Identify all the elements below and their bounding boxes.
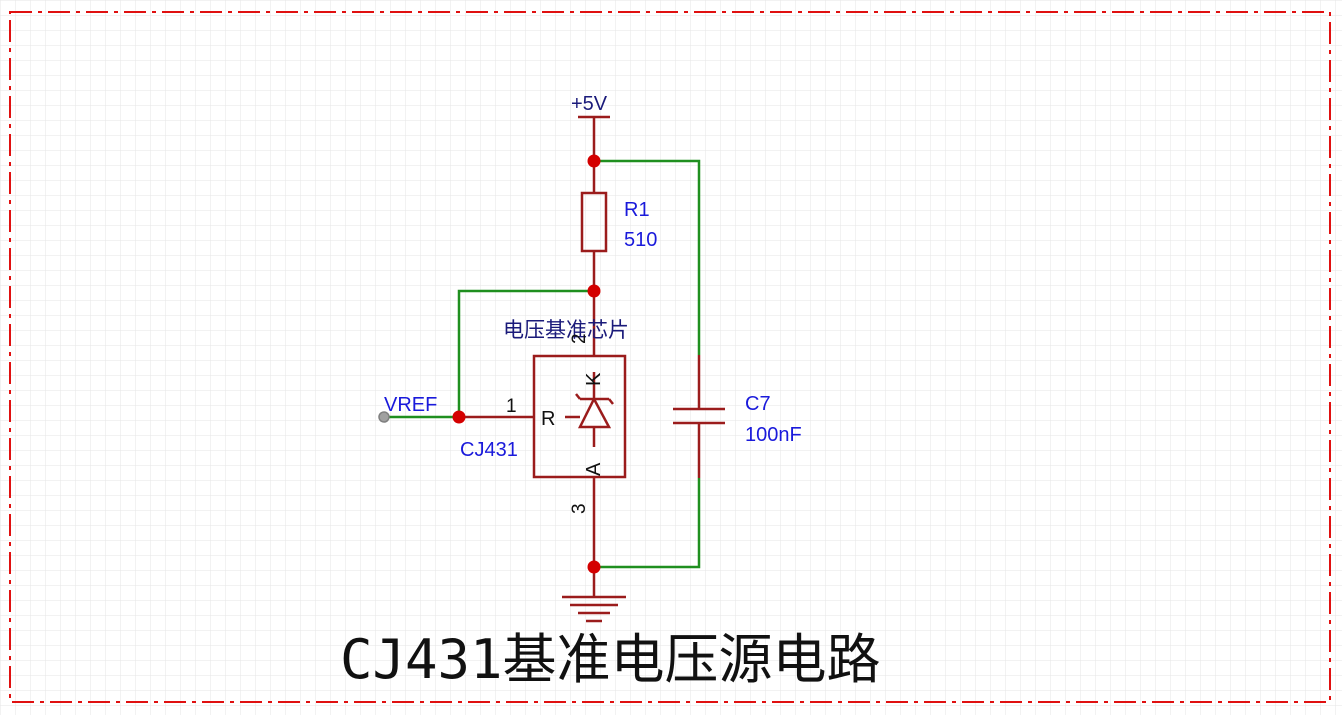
pin-2-number: 2 bbox=[569, 333, 590, 344]
sheet-frame bbox=[9, 11, 1331, 703]
wire-top-to-cap bbox=[594, 159, 701, 355]
wire-ref-feedback bbox=[457, 289, 594, 417]
ic-name: 电压基准芯片 bbox=[503, 318, 629, 342]
ic-designator: CJ431 bbox=[460, 439, 518, 461]
capacitor-value: 100nF bbox=[745, 424, 802, 446]
capacitor-designator: C7 bbox=[745, 393, 771, 415]
resistor-r1[interactable] bbox=[580, 191, 608, 356]
resistor-value: 510 bbox=[624, 229, 657, 251]
ground-symbol[interactable] bbox=[562, 567, 626, 623]
junctions bbox=[452, 154, 601, 574]
junction-ref bbox=[452, 410, 466, 424]
ic-cj431[interactable] bbox=[459, 354, 627, 567]
pin-k-label: K bbox=[583, 372, 605, 386]
capacitor-c7[interactable] bbox=[673, 355, 725, 478]
vref-net-label: VREF bbox=[384, 394, 437, 416]
pin-3-number: 3 bbox=[569, 503, 590, 514]
junction-mid bbox=[587, 284, 601, 298]
resistor-designator: R1 bbox=[624, 199, 650, 221]
pin-r-label: R bbox=[541, 408, 555, 430]
power-label: +5V bbox=[571, 93, 608, 115]
junction-bottom bbox=[587, 560, 601, 574]
pin-a-label: A bbox=[583, 462, 605, 476]
vref-net-terminal[interactable] bbox=[378, 411, 390, 423]
wire-bottom-to-cap bbox=[594, 478, 701, 569]
pin-1-number: 1 bbox=[506, 396, 517, 417]
junction-top bbox=[587, 154, 601, 168]
schematic-title: CJ431基准电压源电路 bbox=[340, 628, 881, 691]
wires bbox=[384, 159, 701, 569]
